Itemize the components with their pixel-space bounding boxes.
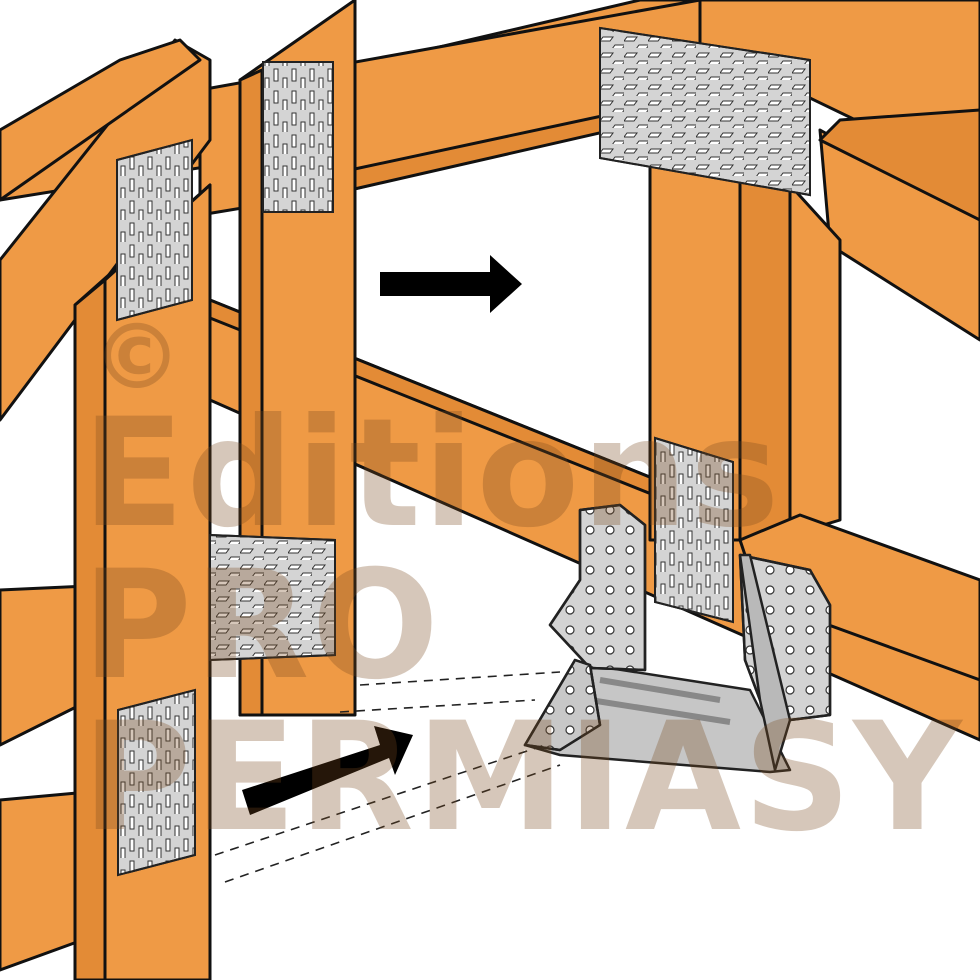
arrows (242, 255, 522, 815)
nail-plate-left-upper (116, 138, 193, 322)
right-truss (648, 0, 980, 682)
angle-bracket (523, 503, 832, 774)
nail-plates (116, 26, 811, 877)
nail-plate-post-middle (209, 533, 336, 662)
nail-plate-left-lower (117, 688, 196, 877)
guide-lines (214, 671, 561, 883)
nail-plate-post-top (262, 61, 334, 213)
nail-plate-right-top (599, 26, 811, 197)
nail-plate-right-lower (654, 436, 734, 624)
arrow-right-upper (380, 255, 522, 313)
arrow-right-lower (242, 726, 413, 815)
